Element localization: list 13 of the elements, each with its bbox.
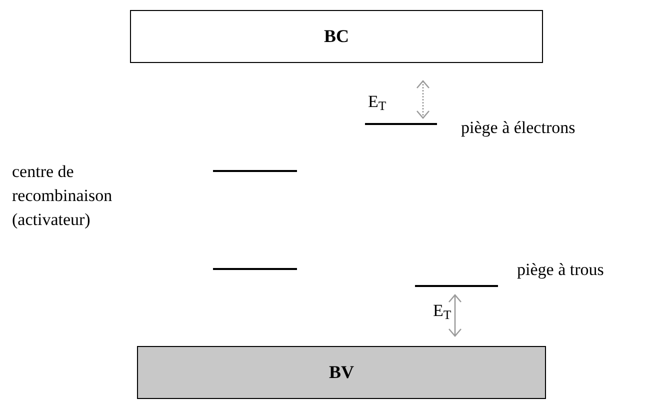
band-label: BC [324, 25, 349, 48]
band-label: BV [328, 361, 354, 384]
text-label: E$_{T}$ [433, 300, 452, 323]
energy-band [137, 346, 546, 399]
level-label: piège à trous [517, 260, 604, 280]
text-label: E$_{T}$ [368, 91, 386, 114]
energy-band [130, 10, 543, 63]
energy-level-line [365, 123, 437, 125]
energy-level-line [415, 285, 498, 287]
energy-level-line [213, 170, 297, 172]
energy-level-line [213, 268, 297, 270]
level-label: piège à électrons [461, 118, 576, 138]
text-label: centre de recombinaison (activateur) [12, 161, 114, 231]
